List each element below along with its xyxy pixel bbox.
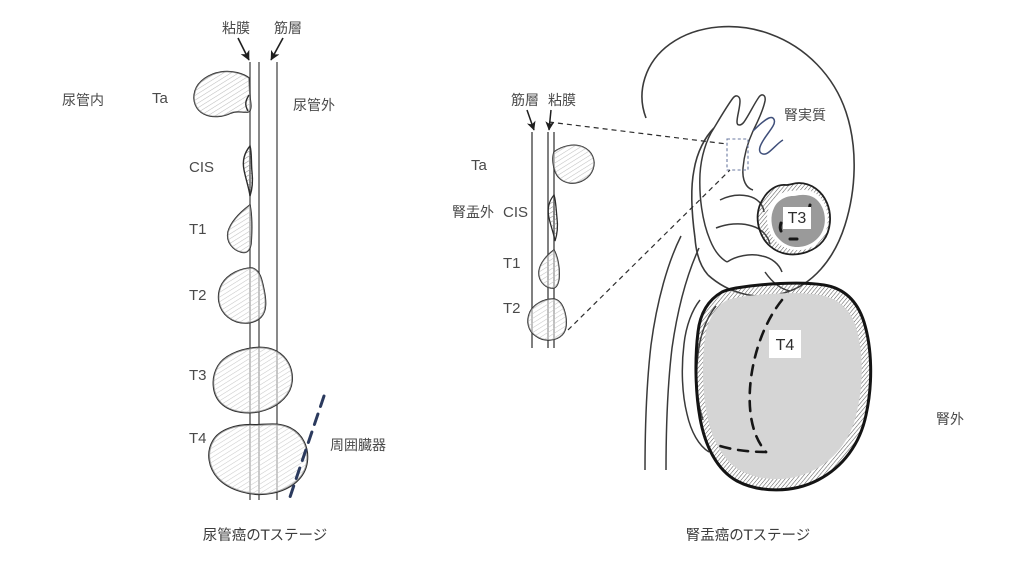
left-stage-label-cis: CIS <box>189 159 214 176</box>
ureter-tube-right-wall <box>665 247 700 471</box>
calyx-upper-group <box>713 94 766 132</box>
kidney-pelvis-wall-left <box>690 127 715 239</box>
right-panel-caption: 腎盂癌のTステージ <box>686 527 811 544</box>
left-intraluminal-label: 尿管内 <box>62 93 104 109</box>
kidney-outer-contour-hilum <box>694 237 709 276</box>
right-panel-renal-pelvis: 筋層 粘膜 Ta CIS T1 T2 <box>452 25 964 544</box>
right-inset-wall: 筋層 粘膜 Ta CIS T1 T2 <box>452 92 595 348</box>
calyx-middle-group <box>752 116 784 155</box>
right-stage-label-t1: T1 <box>503 255 521 272</box>
extrarenal-label: 腎外 <box>936 412 964 428</box>
mass-t3: T3 <box>756 182 831 256</box>
left-stage-label-t3: T3 <box>189 367 207 384</box>
lesion-t2-left <box>217 267 267 324</box>
kidney-pelvis-wall-inner <box>699 127 728 263</box>
left-stage-label-ta: Ta <box>152 90 169 107</box>
muscularis-arrow <box>270 37 284 61</box>
lesion-t2-right <box>527 298 567 341</box>
lesion-t1-right <box>538 249 560 289</box>
left-layer-arrows <box>237 37 284 61</box>
magnification-box <box>726 138 749 171</box>
lesion-t3-left <box>212 346 293 414</box>
inset-mucosa-arrow <box>545 109 555 131</box>
left-stage-label-t1: T1 <box>189 221 207 238</box>
right-muscularis-label: 筋層 <box>511 92 539 109</box>
left-extraluminal-label: 尿管外 <box>293 98 335 114</box>
right-stage-label-cis: CIS <box>503 204 528 221</box>
right-mucosa-label: 粘膜 <box>548 93 576 109</box>
left-panel-caption: 尿管癌のTステージ <box>203 527 328 544</box>
t4-label-box <box>769 330 801 358</box>
lesion-t4-left <box>208 423 309 495</box>
right-stage-label-t2: T2 <box>503 300 521 317</box>
inset-leader-bottom <box>567 169 731 331</box>
lesion-t1-left <box>226 204 253 254</box>
kidney-lower-contour-a <box>681 299 710 453</box>
inset-leader-top <box>548 121 728 145</box>
mucosa-arrow <box>237 37 250 61</box>
mass-label-t3: T3 <box>788 210 807 227</box>
t4-kidney-capsule-dashed <box>748 298 784 454</box>
t3-label-box <box>783 207 811 229</box>
renal-parenchyma-label: 腎実質 <box>784 108 826 124</box>
lesion-cis-left <box>242 144 254 197</box>
left-muscularis-label: 筋層 <box>274 20 302 37</box>
mass-label-t4: T4 <box>776 337 795 354</box>
calyx-stem <box>742 130 754 191</box>
lesion-ta-right <box>552 144 595 184</box>
adjacent-organ-label: 周囲臓器 <box>330 438 386 454</box>
mass-t4: T4 <box>694 281 873 492</box>
ureter-tube-left-wall <box>644 235 682 471</box>
adjacent-organ-boundary <box>287 394 326 502</box>
t4-kidney-capsule-dashed-lower <box>712 442 768 454</box>
inset-muscularis-arrow <box>526 109 536 131</box>
calyx-lower-c <box>726 254 783 273</box>
left-panel-ureter: 粘膜 筋層 尿管内 尿管外 Ta CIS T1 T2 <box>62 20 386 544</box>
lesion-ta-left <box>193 70 252 118</box>
right-extrapelvic-label: 腎盂外 <box>452 205 494 221</box>
left-stage-label-t4: T4 <box>189 430 207 447</box>
left-mucosa-label: 粘膜 <box>222 21 250 37</box>
lesion-cis-right <box>547 193 559 242</box>
left-stage-label-t2: T2 <box>189 287 207 304</box>
right-stage-label-ta: Ta <box>471 157 488 174</box>
